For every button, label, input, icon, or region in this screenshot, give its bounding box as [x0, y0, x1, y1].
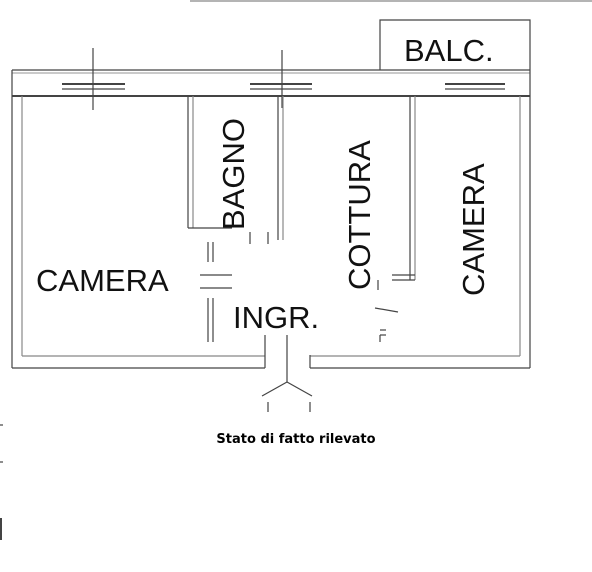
plan-caption: Stato di fatto rilevato [216, 432, 376, 447]
room-label-entrance: INGR. [233, 300, 319, 335]
room-label-bedroom-right: CAMERA [456, 163, 491, 296]
room-label-bathroom: BAGNO [216, 118, 251, 230]
room-label-bedroom-left: CAMERA [36, 263, 169, 298]
plan-walls [0, 0, 592, 540]
room-label-kitchen: COTTURA [342, 140, 377, 290]
balcony-outline [379, 19, 531, 72]
room-label-balcony: BALC. [404, 33, 494, 68]
